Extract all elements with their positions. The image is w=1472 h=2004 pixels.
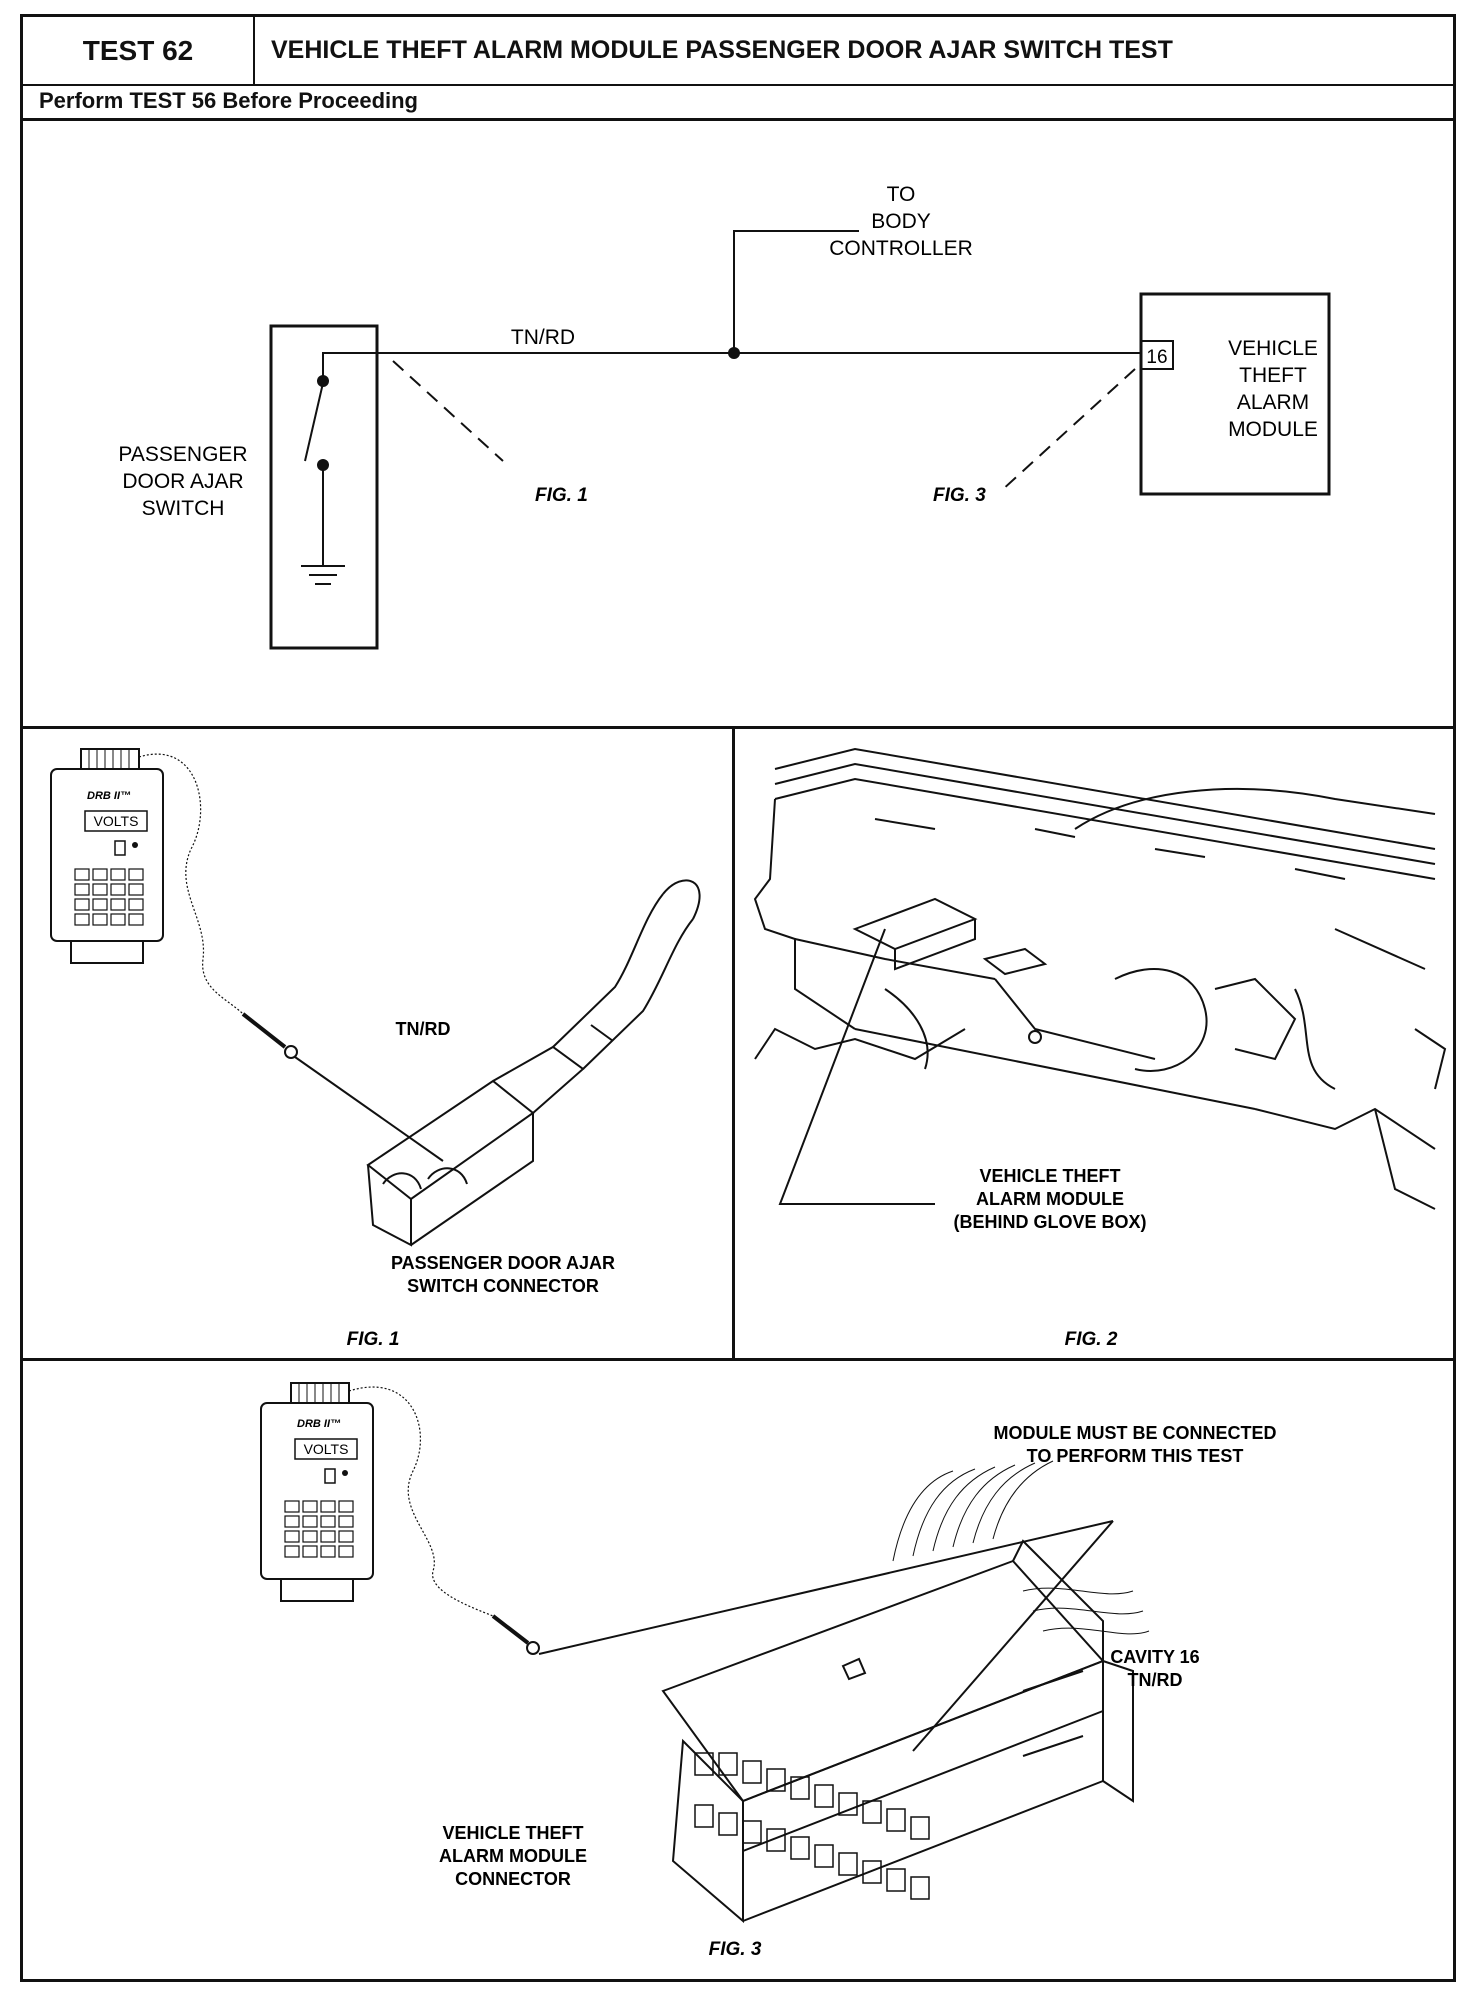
note-leader-2 xyxy=(912,1520,1114,1752)
module-label-1: VEHICLE xyxy=(1228,337,1318,360)
fig3-note-1: MODULE MUST BE CONNECTED xyxy=(994,1423,1277,1443)
probe-handle xyxy=(491,1614,530,1645)
fig3-connector-label-3: CONNECTOR xyxy=(455,1869,571,1889)
wire-bundle xyxy=(892,1460,1150,1635)
fig3-cavity-label-2: TN/RD xyxy=(1128,1670,1183,1690)
probe-handle xyxy=(241,1012,287,1049)
switch-contact-upper xyxy=(317,375,329,387)
pin-number: 16 xyxy=(1146,347,1167,368)
module-label-2: THEFT xyxy=(1239,364,1307,387)
branch-label-2: BODY xyxy=(871,210,931,233)
module-label-4: MODULE xyxy=(1228,418,1318,441)
fig2-module-label-1: VEHICLE THEFT xyxy=(979,1166,1120,1186)
fig1-wire-label: TN/RD xyxy=(396,1019,451,1039)
test-number: TEST 62 xyxy=(23,17,255,84)
note-leader-1 xyxy=(538,1520,1114,1655)
fig3-illustration: DRB II™ VOLTS xyxy=(260,1382,1277,1960)
fig1-illustration: DRB II™ VOLTS TN/RD PASSENG xyxy=(50,748,701,1350)
module-connector-drawing xyxy=(661,1539,1134,1924)
branch-label-1: TO xyxy=(887,183,916,206)
probe-cable xyxy=(348,1386,494,1617)
fig3-connector-label-1: VEHICLE THEFT xyxy=(442,1823,583,1843)
fig2-panel: VEHICLE THEFT ALARM MODULE (BEHIND GLOVE… xyxy=(735,729,1453,1361)
tester-display: VOLTS xyxy=(304,1441,349,1457)
fig1-connector-label-1: PASSENGER DOOR AJAR xyxy=(391,1253,615,1273)
instrument-panel-drawing xyxy=(753,747,1447,1210)
fig1-connector-label-2: SWITCH CONNECTOR xyxy=(407,1276,599,1296)
body-controller-branch xyxy=(733,230,859,353)
probe-tip xyxy=(294,1056,444,1162)
test-page: TEST 62 VEHICLE THEFT ALARM MODULE PASSE… xyxy=(20,14,1456,1982)
switch-label-1: PASSENGER xyxy=(118,443,247,466)
ground-icon xyxy=(301,565,345,585)
test-title: VEHICLE THEFT ALARM MODULE PASSENGER DOO… xyxy=(271,36,1173,64)
tester-brand: DRB II™ xyxy=(297,1418,341,1430)
tester-device: DRB II™ VOLTS xyxy=(260,1382,374,1602)
connector-cavities xyxy=(694,1752,930,1900)
fig3-cavity-label-1: CAVITY 16 xyxy=(1110,1647,1199,1667)
fig3-reference: FIG. 3 xyxy=(933,485,986,506)
fig3-note-2: TO PERFORM THIS TEST xyxy=(1027,1446,1244,1466)
fig3-callout xyxy=(1000,368,1136,492)
fig2-module-label-2: ALARM MODULE xyxy=(976,1189,1124,1209)
probe-cable xyxy=(138,753,244,1015)
fig1-caption: FIG. 1 xyxy=(347,1329,400,1350)
module-box xyxy=(1139,292,1331,496)
probe-guard xyxy=(284,1045,298,1059)
fig1-panel: DRB II™ VOLTS TN/RD PASSENG xyxy=(23,729,735,1361)
fastener-icon xyxy=(1028,1030,1042,1044)
branch-label-3: CONTROLLER xyxy=(829,237,973,260)
switch-label-2: DOOR AJAR xyxy=(122,470,243,493)
fig2-caption: FIG. 2 xyxy=(1065,1329,1118,1350)
switch-lead xyxy=(322,352,398,379)
tester-display: VOLTS xyxy=(94,813,139,829)
switch-box xyxy=(269,324,379,650)
switch-arm xyxy=(304,382,324,462)
pin-box xyxy=(1140,340,1174,370)
fig3-panel: DRB II™ VOLTS xyxy=(23,1361,1453,1979)
fig2-module-label-3: (BEHIND GLOVE BOX) xyxy=(953,1212,1146,1232)
tester-brand: DRB II™ xyxy=(87,790,131,802)
fig3-connector-label-2: ALARM MODULE xyxy=(439,1846,587,1866)
module-leader-line xyxy=(778,928,935,1205)
header-row: TEST 62 VEHICLE THEFT ALARM MODULE PASSE… xyxy=(23,17,1453,86)
prerequisite-row: Perform TEST 56 Before Proceeding xyxy=(23,84,1453,121)
fig3-caption: FIG. 3 xyxy=(709,1939,762,1960)
schematic-diagram: PASSENGER DOOR AJAR SWITCH TN/RD TO BODY… xyxy=(118,183,1331,650)
switch-connector-drawing xyxy=(366,879,701,1247)
probe-guard xyxy=(526,1641,540,1655)
fig2-illustration: VEHICLE THEFT ALARM MODULE (BEHIND GLOVE… xyxy=(753,747,1447,1350)
schematic-panel: PASSENGER DOOR AJAR SWITCH TN/RD TO BODY… xyxy=(23,121,1453,729)
wire-label: TN/RD xyxy=(511,326,575,349)
tester-device: DRB II™ VOLTS xyxy=(50,748,164,964)
module-label-3: ALARM xyxy=(1237,391,1309,414)
fig1-reference: FIG. 1 xyxy=(535,485,588,506)
switch-label-3: SWITCH xyxy=(142,497,225,520)
fig1-callout xyxy=(392,360,504,462)
prerequisite-text: Perform TEST 56 Before Proceeding xyxy=(39,88,418,113)
